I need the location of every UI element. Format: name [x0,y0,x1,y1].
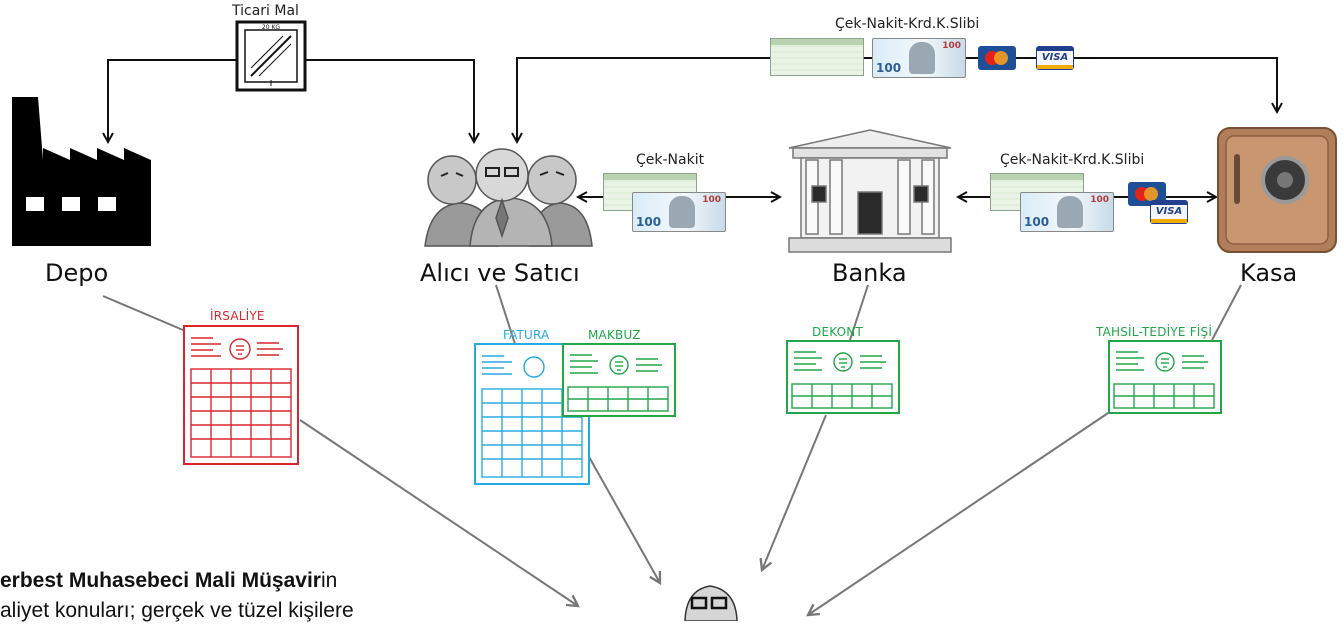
banknote-icon-right: 100 100 [1020,192,1114,232]
doc-title-makbuz: MAKBUZ [588,328,641,342]
caption-line-1: erbest Muhasebeci Mali Müşavirin [0,566,354,596]
flow-label-top-payment: Çek-Nakit-Krd.K.Slibi [835,16,980,32]
irsaliye-to-accountant-arrow [299,419,578,606]
bank-icon [788,129,952,253]
people-icon [424,148,593,247]
banknote-value-right-corner: 100 [1090,195,1109,205]
doc-title-irsaliye: İRSALİYE [210,309,265,323]
visa-card-text: VISA [1041,52,1069,63]
visa-card-icon-right: VISA [1150,200,1188,224]
flow-label-ticari-mal: Ticari Mal [232,3,299,19]
node-label-depo: Depo [45,259,109,287]
accountant-icon [684,585,738,621]
kasa-to-tahsil-line [1211,284,1242,341]
node-label-alici-satici: Alıcı ve Satıcı [420,259,580,287]
banknote-value-right: 100 [1024,215,1050,229]
visa-card-text-right: VISA [1155,206,1183,217]
alici-to-fatura-line [495,284,516,345]
irsaliye-document-icon [183,325,299,465]
banknote-value-left: 100 [636,215,662,229]
crate-weight-label: 20 KG [262,24,280,31]
caption-line-1-rest: in [320,569,338,592]
fatura-to-accountant-arrow [587,454,660,583]
doc-title-tahsil-tediye: TAHSİL-TEDİYE FİŞİ [1096,325,1213,339]
flow-label-cek-nakit: Çek-Nakit [636,152,705,168]
banknote-value: 100 [876,61,902,75]
doc-title-dekont: DEKONT [812,325,863,339]
crate-icon [235,20,307,92]
tahsil-to-accountant-arrow [808,404,1121,615]
visa-card-icon: VISA [1036,46,1074,70]
makbuz-document-icon [562,343,676,417]
factory-icon [12,97,151,246]
banka-to-dekont-line [849,284,869,341]
node-label-banka: Banka [832,259,907,287]
node-label-kasa: Kasa [1240,259,1298,287]
doc-title-fatura: FATURA [503,328,550,342]
depo-to-irsaliye-line [102,295,184,331]
dekont-document-icon [786,340,900,414]
dekont-to-accountant-arrow [762,414,827,570]
caption-text: erbest Muhasebeci Mali Müşavirin aliyet … [0,566,354,626]
tahsil-tediye-document-icon [1108,340,1222,414]
caption-line-1-bold: erbest Muhasebeci Mali Müşavir [0,569,321,592]
banknote-icon-left: 100 100 [632,192,726,232]
mastercard-icon [978,46,1016,70]
flow-label-right-payment: Çek-Nakit-Krd.K.Slibi [1000,152,1145,168]
banknote-value-corner: 100 [942,41,961,51]
safe-icon [1217,127,1337,253]
cheque-icon [770,38,864,76]
caption-line-2: aliyet konuları; gerçek ve tüzel kişiler… [0,599,354,622]
banknote-value-left-corner: 100 [702,195,721,205]
banknote-icon: 100 100 [872,38,966,78]
